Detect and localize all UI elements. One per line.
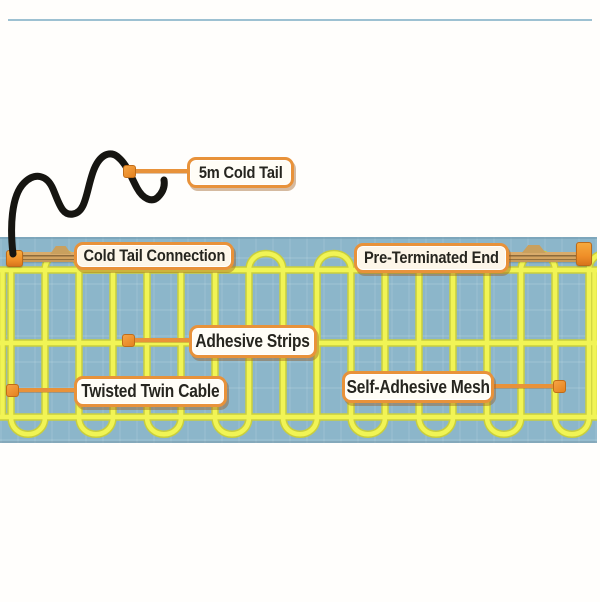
label-cold-tail-connection-text: Cold Tail Connection (83, 246, 225, 265)
connector-dot-self-adhesive-mesh (553, 380, 566, 393)
leader-line-self-adhesive-mesh (492, 384, 558, 388)
label-adhesive-strips-text: Adhesive Strips (195, 331, 311, 351)
label-twisted-twin-cable-text: Twisted Twin Cable (81, 381, 220, 401)
connector-dot-cold-tail (123, 165, 136, 178)
label-adhesive-strips: Adhesive Strips (189, 325, 317, 358)
label-pre-terminated-end: Pre-Terminated End (354, 243, 509, 273)
cold-tail-connector-block (6, 250, 23, 267)
pre-terminated-strip (505, 252, 583, 262)
top-border-line (8, 19, 592, 21)
label-twisted-twin-cable: Twisted Twin Cable (74, 376, 227, 407)
connector-dot-twisted-twin-cable (6, 384, 19, 397)
leader-line-cold-tail (131, 169, 189, 173)
pre-terminated-joint-bump (521, 245, 546, 253)
label-cold-tail-connection: Cold Tail Connection (74, 242, 234, 270)
label-pre-terminated-end-text: Pre-Terminated End (364, 248, 499, 267)
connector-dot-adhesive-strips (122, 334, 135, 347)
leader-line-twisted-twin-cable (17, 388, 76, 392)
label-self-adhesive-mesh: Self-Adhesive Mesh (342, 371, 494, 403)
label-cold-tail: 5m Cold Tail (187, 157, 294, 188)
label-self-adhesive-mesh-text: Self-Adhesive Mesh (346, 376, 490, 397)
label-cold-tail-text: 5m Cold Tail (198, 162, 283, 182)
leader-line-adhesive-strips (133, 338, 191, 342)
pre-terminated-end-block (576, 242, 592, 266)
